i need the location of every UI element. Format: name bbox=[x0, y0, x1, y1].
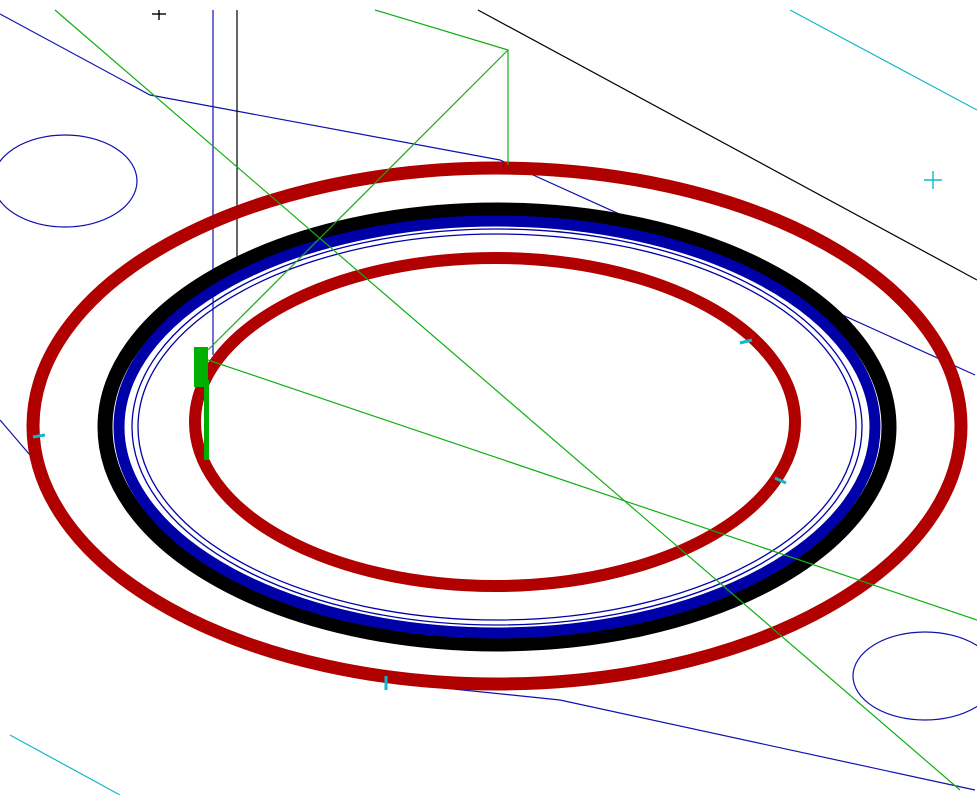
tool-marker[interactable] bbox=[194, 347, 208, 387]
tick-right-upper bbox=[739, 338, 753, 345]
cyan-wireframe-group bbox=[9, 9, 977, 795]
ring-tick-group bbox=[32, 338, 787, 690]
blue-thin-ring-2 bbox=[137, 233, 857, 621]
blue-wireframe-group bbox=[0, 10, 977, 791]
crosshair-top-icon[interactable] bbox=[152, 10, 166, 20]
black-diagonal-edge bbox=[477, 9, 977, 281]
inner-red-ring bbox=[189, 252, 801, 592]
green-wireframe-group bbox=[54, 9, 977, 791]
blue-band bbox=[113, 215, 881, 639]
tick-left bbox=[32, 433, 46, 439]
tool-marker-tail bbox=[204, 380, 209, 460]
cyan-top-right-edge bbox=[789, 9, 977, 111]
green-top-edge bbox=[374, 9, 509, 165]
green-leg-upper bbox=[207, 49, 509, 351]
blue-bottom-edge bbox=[0, 419, 31, 456]
cyan-bottom-left-edge bbox=[9, 734, 121, 795]
blue-lower-edge bbox=[384, 681, 976, 791]
green-long-diagonal bbox=[54, 9, 961, 791]
crosshair-right-icon[interactable] bbox=[924, 171, 942, 189]
green-leg-lower bbox=[207, 359, 977, 621]
tick-right bbox=[774, 476, 787, 485]
black-band bbox=[97, 202, 897, 652]
blue-thin-ring-1 bbox=[131, 228, 863, 626]
outer-red-ring bbox=[26, 161, 968, 691]
blue-right-hole bbox=[852, 631, 977, 721]
blue-left-hole bbox=[0, 134, 138, 228]
